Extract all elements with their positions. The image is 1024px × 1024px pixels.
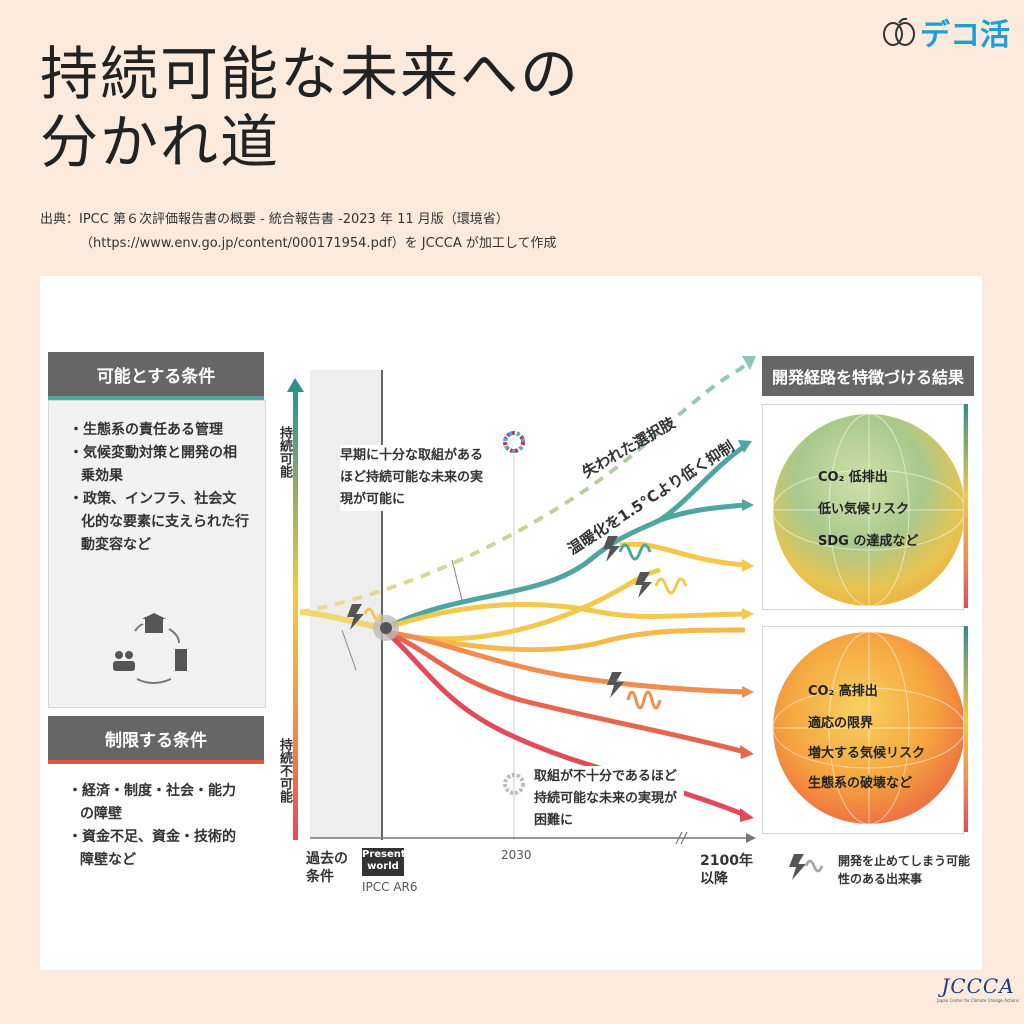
axis-label-unsustainable: 持続不可能 bbox=[277, 738, 292, 803]
legend-event-icon bbox=[789, 854, 824, 880]
ipcc-ar6-label: IPCC AR6 bbox=[362, 880, 418, 894]
logo-text: デコ活 bbox=[920, 18, 1010, 53]
year-2100-label: 2100年以降 bbox=[700, 853, 753, 887]
constraining-header: 制限する条件 bbox=[48, 716, 264, 764]
constraining-list: ・経済・制度・社会・能力の障壁 ・資金不足、資金・技術的障壁など bbox=[48, 764, 264, 872]
sdg-wheel-gray-icon bbox=[503, 773, 525, 795]
event-icon bbox=[603, 536, 652, 562]
enabling-item: ・生態系の責任ある管理 bbox=[69, 422, 223, 438]
logo-leaf-icon bbox=[883, 17, 915, 46]
enabling-item: ・気候変動対策と開発の相乗効果 bbox=[69, 445, 237, 484]
late-action-note: 取組が不十分であるほど持続可能な未来の実現が困難に bbox=[534, 766, 684, 832]
lost-options-label: 失われた選択肢 bbox=[579, 413, 679, 481]
year-2030-label: 2030 bbox=[501, 848, 532, 862]
axis-label-sustainable: 持続可能 bbox=[277, 426, 292, 478]
pathway-yellow-1 bbox=[619, 541, 746, 568]
jccca-logo-text: JCCCA bbox=[941, 974, 1015, 998]
society-cycle-icon bbox=[113, 613, 187, 684]
present-world-box bbox=[362, 848, 404, 876]
source-line-2: （https://www.env.go.jp/content/000171954… bbox=[80, 236, 557, 251]
good-result-item: 低い気候リスク bbox=[818, 502, 910, 517]
pathway-orange bbox=[385, 629, 746, 695]
bad-result-item: 増大する気候リスク bbox=[808, 746, 926, 761]
deco-katsu-logo: デコ活 bbox=[882, 10, 1010, 54]
lost-options-path bbox=[299, 360, 750, 614]
bad-result-item: CO₂ 高排出 bbox=[808, 684, 878, 699]
enabling-header: 可能とする条件 bbox=[48, 352, 264, 400]
good-result-item: CO₂ 低排出 bbox=[818, 470, 888, 485]
jccca-logo-subtext: Japan Center for Climate Change Actions bbox=[937, 998, 1019, 1003]
sustainability-axis bbox=[293, 390, 298, 840]
page-title: 持続可能な未来への 分かれ道 bbox=[40, 40, 580, 176]
event-icon bbox=[347, 604, 383, 630]
jccca-logo: JCCCA Japan Center for Climate Change Ac… bbox=[936, 974, 1020, 1003]
enabling-item: ・政策、インフラ、社会文化的な要素に支えられた行動変容など bbox=[69, 491, 249, 553]
present-world-label: Present world bbox=[362, 849, 406, 872]
pathway-red-1 bbox=[385, 629, 746, 755]
enabling-list: ・生態系の責任ある管理 ・気候変動対策と開発の相乗効果 ・政策、インフラ、社会文… bbox=[49, 401, 265, 557]
enabling-box: ・生態系の責任ある管理 ・気候変動対策と開発の相乗効果 ・政策、インフラ、社会文… bbox=[48, 400, 266, 708]
early-action-note: 早期に十分な取組があるほど持続可能な未来の実現が可能に bbox=[340, 445, 490, 511]
constraining-item: ・資金不足、資金・技術的障壁など bbox=[68, 829, 236, 868]
present-node-core bbox=[380, 622, 392, 634]
bad-result-item: 生態系の破壊など bbox=[808, 776, 913, 791]
title-line-1: 持続可能な未来への bbox=[40, 40, 581, 108]
good-results-box bbox=[762, 404, 964, 610]
bad-results-box bbox=[762, 626, 964, 834]
pathway-orange-light bbox=[385, 627, 746, 653]
past-conditions-band bbox=[310, 370, 382, 838]
legend-text: 開発を止めてしまう可能性のある出来事 bbox=[838, 854, 971, 886]
sdg-wheel-icon bbox=[503, 431, 525, 453]
limit-warming-label: 温暖化を1.5°Cより低く抑制 bbox=[564, 437, 737, 558]
pathway-yellow-2 bbox=[385, 601, 746, 631]
event-icon bbox=[635, 572, 688, 598]
good-result-item: SDG の達成など bbox=[818, 534, 919, 549]
axis-arrowhead bbox=[287, 378, 304, 392]
time-axis-arrowhead bbox=[746, 833, 756, 843]
pathway-teal-mid bbox=[659, 502, 746, 523]
results-header: 開発経路を特徴づける結果 bbox=[762, 356, 974, 396]
constraining-box: ・経済・制度・社会・能力の障壁 ・資金不足、資金・技術的障壁など bbox=[48, 764, 264, 892]
constraining-item: ・経済・制度・社会・能力の障壁 bbox=[68, 783, 236, 822]
past-conditions-label: 過去の条件 bbox=[306, 851, 348, 885]
source-line-1: 出典：IPCC 第６次評価報告書の概要 - 統合報告書 -2023 年 11 月… bbox=[40, 212, 509, 227]
event-icon bbox=[607, 672, 662, 710]
bad-result-item: 適応の限界 bbox=[808, 716, 874, 731]
title-line-2: 分かれ道 bbox=[40, 108, 281, 176]
source-citation: 出典：IPCC 第６次評価報告書の概要 - 統合報告書 -2023 年 11 月… bbox=[40, 208, 556, 256]
